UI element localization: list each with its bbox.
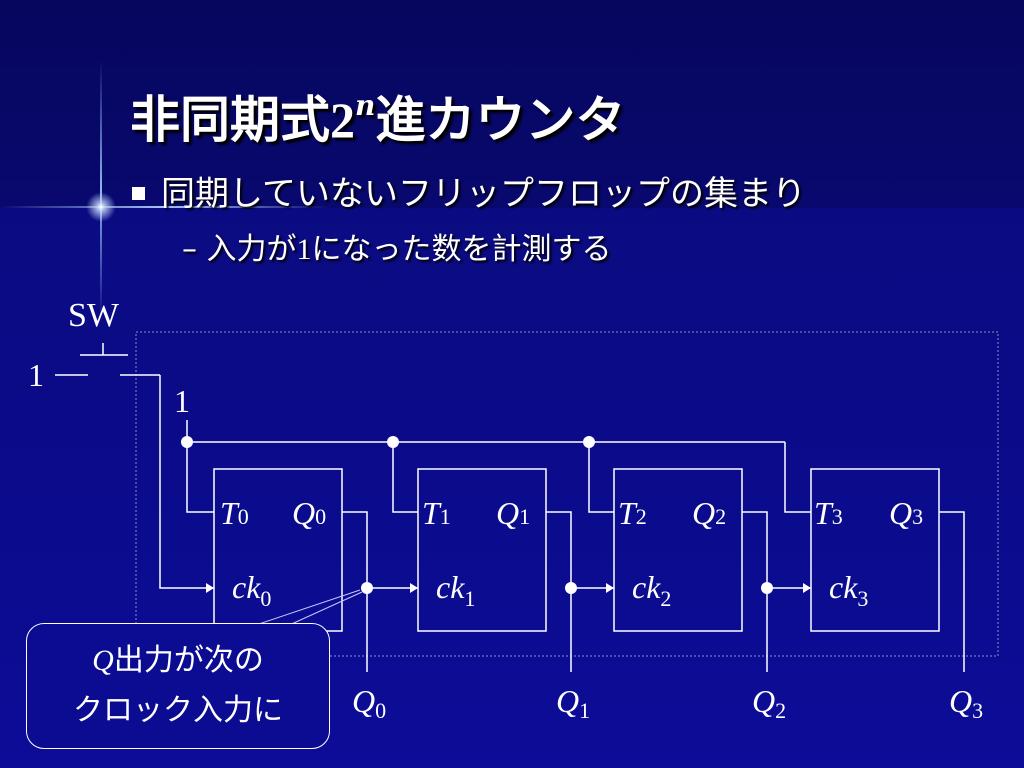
bullet-2-number: 1 xyxy=(296,233,312,266)
q-node-2 xyxy=(761,582,773,594)
ff1-q-label: Q1 xyxy=(496,495,530,531)
callout-line-2: クロック入力に xyxy=(73,693,283,728)
callout-text-1: 出力が次の xyxy=(113,643,264,678)
bullet-2: – 入力が1になった数を計測する xyxy=(182,224,612,268)
clock-arrow-0 xyxy=(206,583,214,593)
bullet-1: 同期していないフリップフロップの集まり xyxy=(132,166,806,215)
ff0-ck-label: ck0 xyxy=(232,569,271,611)
decorative-horizontal-line xyxy=(0,206,330,208)
slide-title: 非同期式2n進カウンタ xyxy=(130,80,625,152)
decorative-vertical-line xyxy=(100,60,102,320)
ff3-t-label: T3 xyxy=(814,495,843,531)
q-wire-1 xyxy=(546,511,572,672)
callout-line-1: Q出力が次の xyxy=(27,636,329,686)
callout-box: Q出力が次の クロック入力に xyxy=(26,623,330,749)
dotted-boundary xyxy=(135,331,999,657)
ff2-ck-label: ck2 xyxy=(632,569,671,611)
clock-arrow-3 xyxy=(803,583,811,593)
ff0-t-label: T0 xyxy=(220,495,249,531)
input-one-label: 1 xyxy=(28,357,44,393)
title-text-pre: 非同期式 xyxy=(130,91,330,149)
clock-arrow-1 xyxy=(410,583,418,593)
output-label-1: Q1 xyxy=(556,683,590,723)
output-label-0: Q0 xyxy=(352,683,386,723)
q-wire-0 xyxy=(342,511,368,672)
q-wire-2 xyxy=(742,511,768,672)
t-wire-2 xyxy=(588,442,614,513)
bullet-2-text-pre: 入力が xyxy=(206,232,297,267)
t-input-label: 1 xyxy=(174,383,190,419)
title-exponent: n xyxy=(355,89,376,122)
flipflop-box-0 xyxy=(213,468,343,632)
output-label-3: Q3 xyxy=(949,683,983,723)
title-base: 2 xyxy=(330,92,355,148)
flipflop-box-1 xyxy=(417,468,547,632)
q-node-1 xyxy=(565,582,577,594)
ff0-q-label: Q0 xyxy=(292,495,326,531)
clock-arrow-2 xyxy=(606,583,614,593)
ff3-ck-label: ck3 xyxy=(829,569,868,611)
bullet-2-text-post: になった数を計測する xyxy=(311,232,612,267)
decorative-sparkle xyxy=(86,192,116,222)
callout-q: Q xyxy=(92,644,114,677)
flipflop-box-3 xyxy=(810,468,940,632)
title-text-post: 進カウンタ xyxy=(375,91,626,149)
ff1-ck-label: ck1 xyxy=(436,569,475,611)
q-wire-3 xyxy=(939,511,965,672)
clock-input-wire xyxy=(159,375,214,589)
square-bullet-icon xyxy=(132,187,145,200)
t-wire-3 xyxy=(784,442,811,513)
switch-symbol xyxy=(55,343,160,376)
t-wire-1 xyxy=(392,442,418,513)
ff2-t-label: T2 xyxy=(618,495,647,531)
ff3-q-label: Q3 xyxy=(889,495,923,531)
ff1-t-label: T1 xyxy=(422,495,451,531)
t-wire-0 xyxy=(186,442,214,513)
switch-label: SW xyxy=(68,297,120,334)
bullet-1-text: 同期していないフリップフロップの集まり xyxy=(161,174,806,214)
ff2-q-label: Q2 xyxy=(692,495,726,531)
callout-pointer xyxy=(249,589,363,628)
output-label-2: Q2 xyxy=(752,683,786,723)
dash-bullet: – xyxy=(182,232,197,267)
q-node-0 xyxy=(361,582,373,594)
flipflop-box-2 xyxy=(613,468,743,632)
